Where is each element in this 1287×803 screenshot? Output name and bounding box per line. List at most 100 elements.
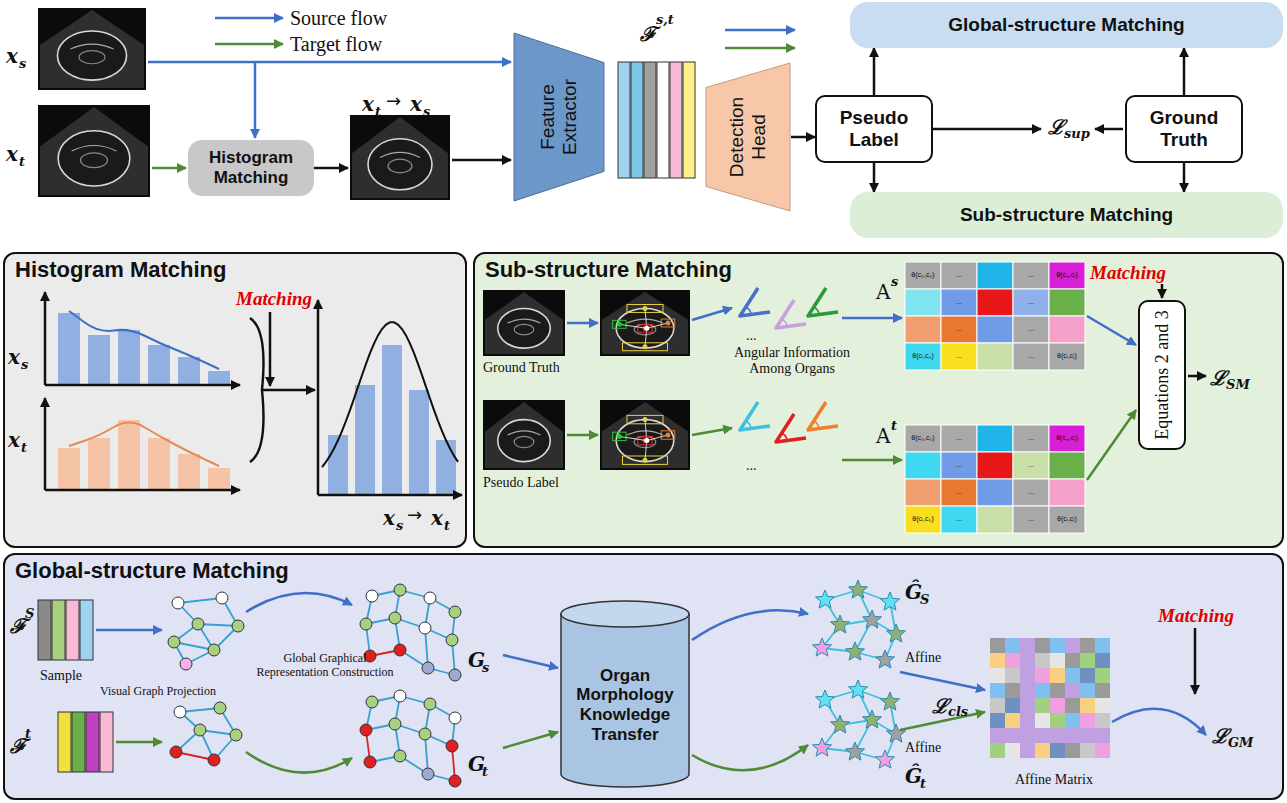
flow-arrow: [246, 593, 352, 612]
star-node: [849, 680, 868, 698]
math-symbol: ℒ: [932, 692, 949, 719]
gaussian-curve: [322, 322, 458, 467]
table-cell: θ(cᵢ,c₀): [905, 515, 941, 522]
node-label: Sub-structure Matching: [954, 204, 1179, 226]
graph-node: [394, 690, 406, 702]
angle-symbol: [776, 414, 806, 442]
angle-arc: [814, 307, 819, 315]
graph-node: [394, 644, 406, 656]
table-cell: ...: [941, 515, 977, 522]
connector-arrow: [873, 48, 876, 95]
math-symbol: x: [8, 428, 20, 452]
bounding-box: [613, 432, 627, 440]
angle-arc: [782, 319, 787, 327]
flow-arrow: [215, 17, 283, 20]
node-label: Histogram Matching: [188, 148, 314, 187]
affine-cell: [1020, 653, 1035, 668]
angle-line: [645, 308, 647, 328]
organ-center: [617, 322, 622, 327]
brain-structure: [514, 436, 534, 447]
flow-arrow: [262, 389, 315, 392]
angle-symbol: [740, 402, 770, 430]
affine-cell: [990, 638, 1005, 653]
flow-arrow: [503, 732, 558, 748]
ultrasound-image: [38, 8, 146, 90]
graph-node: [360, 618, 372, 630]
detail-panel: Histogram Matching: [3, 252, 467, 548]
flow-arrow: [692, 745, 808, 770]
histogram-bar: [88, 438, 110, 490]
matrix-cell: [1013, 316, 1049, 343]
star-node: [887, 724, 906, 742]
flow-arrow: [692, 610, 808, 640]
caption-text: ...: [746, 328, 757, 344]
feature-map: [66, 600, 79, 660]
table-cell: θ(cᵢ,cⱼ): [1049, 515, 1085, 523]
affine-cell: [1020, 728, 1035, 743]
flow-arrow: [45, 384, 240, 387]
graph-node: [180, 658, 192, 670]
affine-cell: [1065, 683, 1080, 698]
affine-cell: [1065, 698, 1080, 713]
skull-outline: [368, 139, 432, 190]
brain-structure: [79, 51, 105, 64]
math-symbol: Ĝ: [905, 764, 922, 788]
caption-text: Pseudo Label: [483, 475, 559, 491]
skull-outline: [498, 420, 550, 462]
matrix-cell: [905, 425, 941, 452]
organ-center: [643, 417, 648, 422]
graph-node: [424, 592, 436, 604]
histogram-bar: [409, 390, 429, 495]
subscript: t: [920, 776, 926, 791]
flow-arrow: [842, 317, 902, 320]
brain-structure: [508, 319, 541, 323]
histogram-curve: [69, 423, 219, 467]
matrix-cell: [1013, 262, 1049, 289]
table-cell: ...: [941, 434, 977, 441]
ultrasound-image: [350, 115, 450, 200]
star-node: [816, 590, 835, 608]
angle-line: [645, 420, 647, 441]
feature-map: [38, 600, 51, 660]
star-node: [816, 690, 835, 708]
matrix-cell: [1049, 343, 1085, 370]
matrix-cell: [905, 262, 941, 289]
matrix-cell: [1049, 452, 1085, 479]
graph-node: [422, 662, 434, 674]
matrix-cell: [1013, 452, 1049, 479]
graph-node: [174, 706, 186, 718]
process-box: Equations 2 and 3: [1138, 300, 1186, 450]
superscript: s: [891, 274, 898, 289]
table-cell: ...: [941, 325, 977, 332]
flow-arrow: [1095, 128, 1123, 131]
caption-text: Affine: [905, 650, 941, 666]
brain-structure: [81, 153, 108, 168]
legend-text: Source flow: [290, 6, 387, 30]
organ-center: [644, 438, 649, 443]
subscript: s: [396, 518, 403, 533]
flow-arrow: [318, 494, 462, 497]
brain-structure: [634, 436, 656, 447]
table-cell: θ(c₀,c₀): [905, 434, 941, 441]
organ-center: [643, 344, 648, 349]
organ-center: [643, 306, 648, 311]
arrow-symbol: →: [407, 504, 422, 525]
affine-cell: [1005, 638, 1020, 653]
table-cell: θ(cᵢ,cⱼ): [1049, 352, 1085, 360]
affine-cell: [1020, 668, 1035, 683]
flow-arrow: [1194, 628, 1197, 694]
caption-text: Affine: [905, 740, 941, 756]
math-symbol: x: [6, 44, 18, 68]
ultrasound-fan: [40, 10, 144, 88]
affine-cell: [1080, 698, 1095, 713]
affine-cell: [1065, 713, 1080, 728]
histogram-bar: [208, 371, 230, 385]
feature-map: [58, 712, 71, 772]
affine-cell: [1050, 713, 1065, 728]
graph-node: [216, 592, 228, 604]
affine-cell: [1035, 728, 1050, 743]
graph-node: [208, 754, 220, 766]
table-cell: ...: [1013, 488, 1049, 495]
table-cell: ...: [1013, 515, 1049, 522]
caption-text: Affine Matrix: [1015, 772, 1093, 788]
